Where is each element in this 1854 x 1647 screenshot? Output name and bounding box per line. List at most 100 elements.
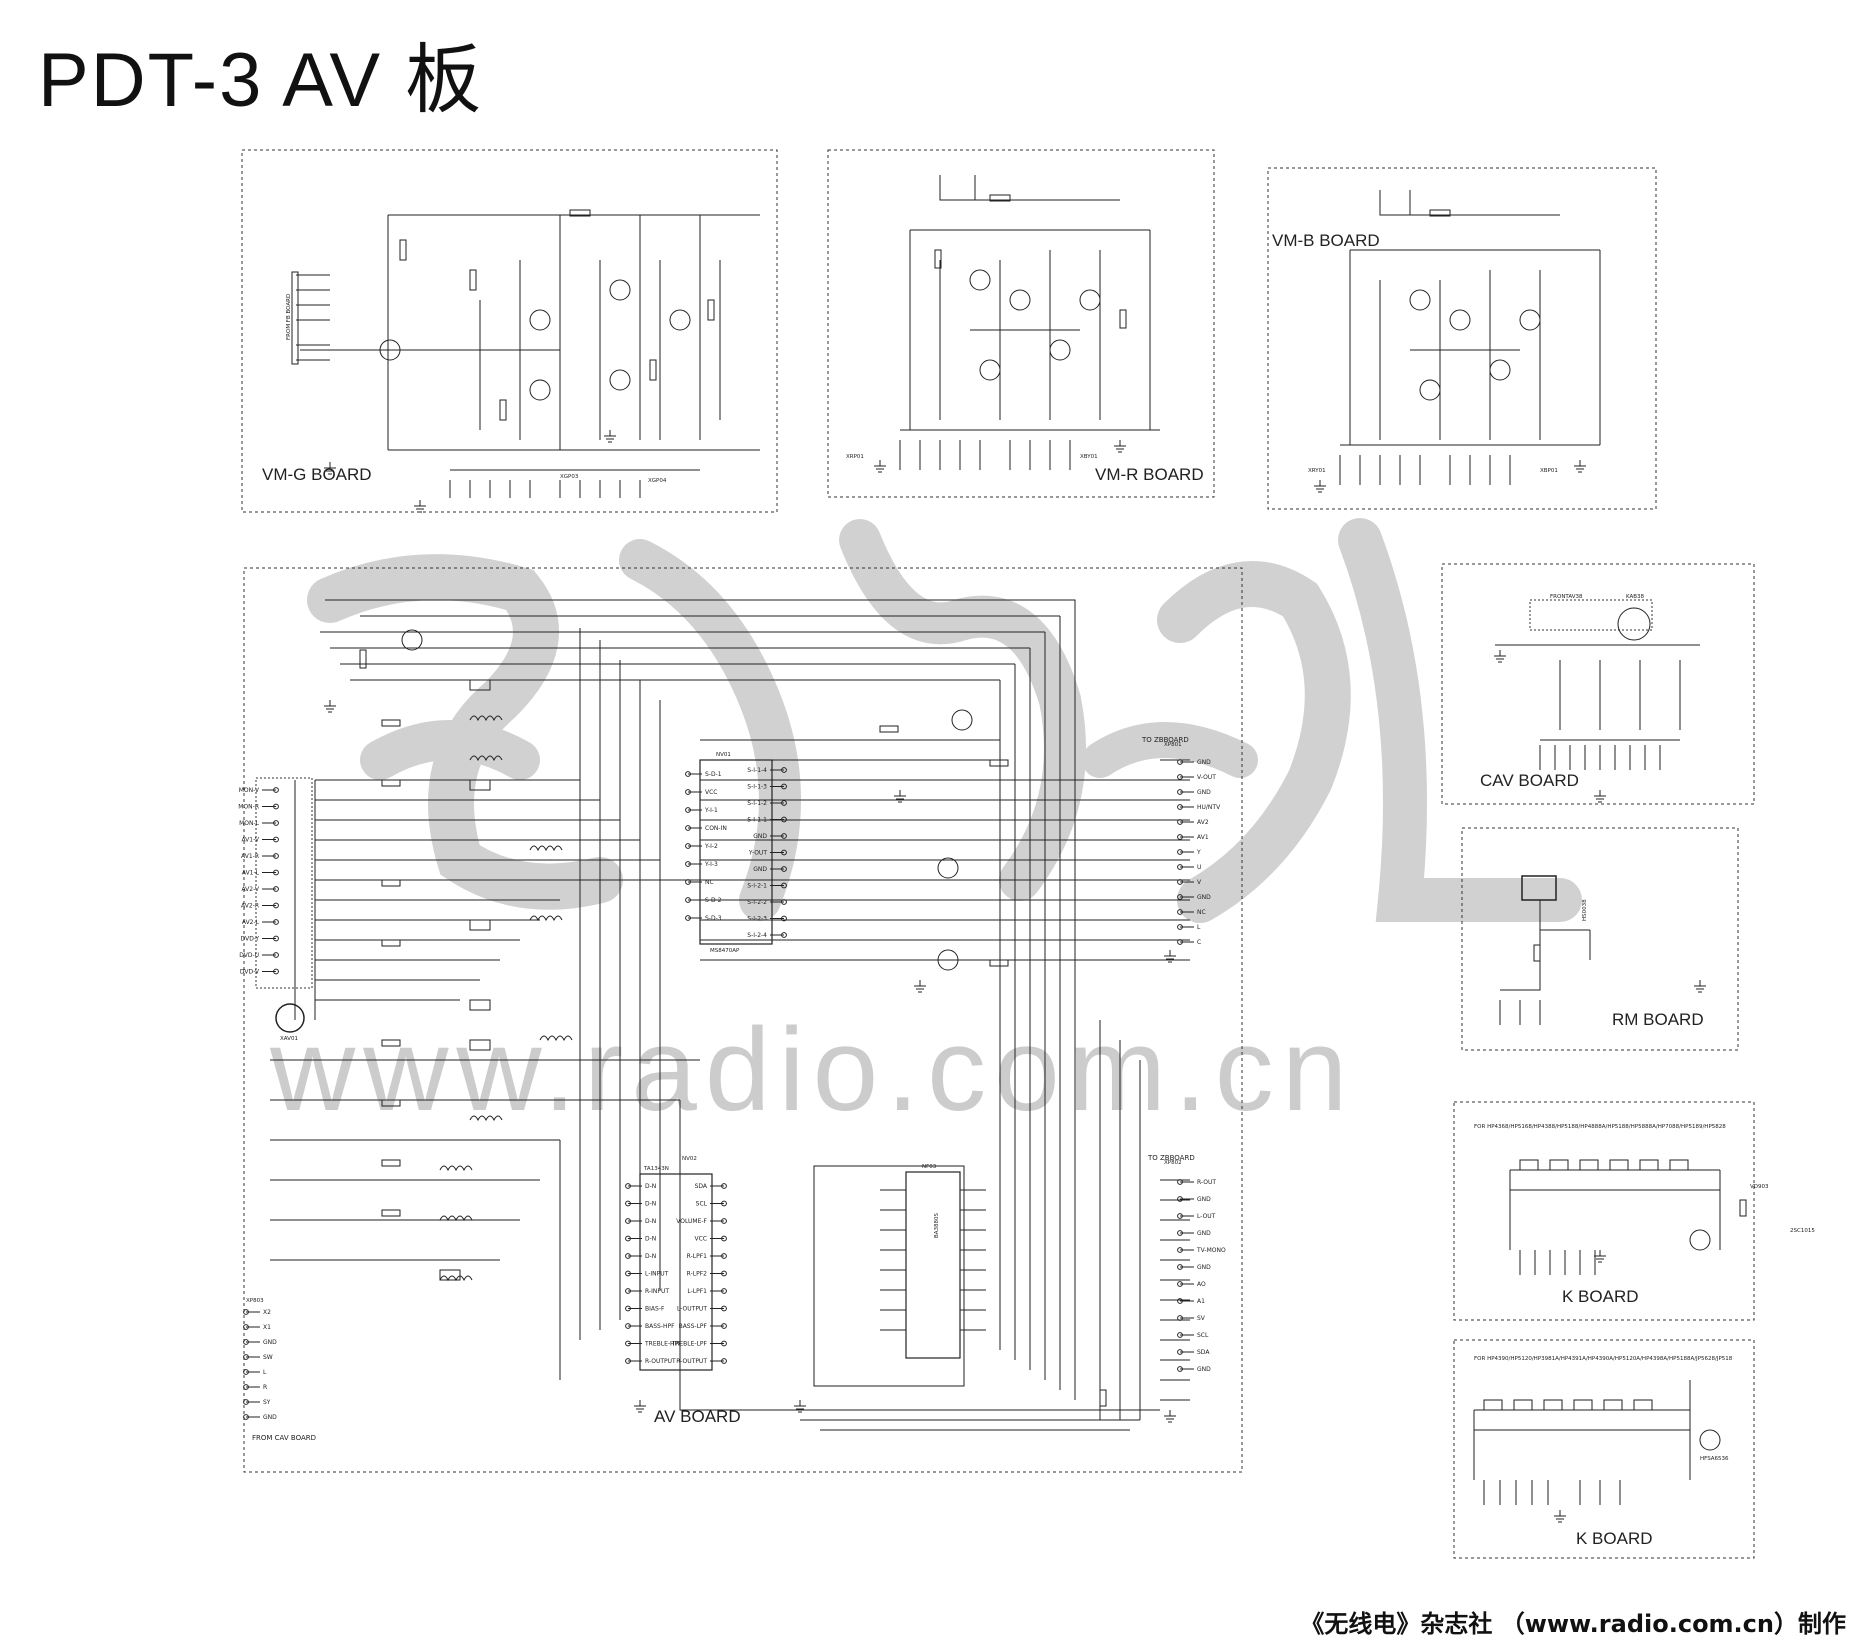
av-right-top-pin-label: Y	[1196, 849, 1201, 856]
ic1-right-pin-label: S-I-1-3	[747, 784, 767, 791]
av-right-top-pin-terminal	[1177, 909, 1183, 915]
av-bottom-pin-label: SW	[263, 1354, 273, 1361]
ground-icon	[1164, 1410, 1176, 1423]
rm-board-label: RM BOARD	[1612, 1010, 1704, 1029]
cav-board-label: CAV BOARD	[1480, 771, 1579, 790]
ic1-left-pin-label: Y-I-3	[704, 861, 718, 868]
av-left-pin-terminal	[273, 952, 279, 958]
ground-icon	[1554, 1510, 1566, 1523]
ic2-right-pin-label: SDA	[695, 1183, 708, 1190]
ic2-right-pin-label: R-LPF2	[687, 1271, 708, 1278]
ic2-pins: D-ND-ND-ND-ND-NL-INPUTR-INPUTBIAS-FBASS-…	[625, 1183, 727, 1365]
ic1-left-pin-terminal	[685, 843, 691, 849]
ic2-left-pin-terminal	[625, 1200, 631, 1207]
ground-icon	[1114, 440, 1126, 453]
ic3-part: BA3880S	[934, 1212, 940, 1238]
cav-connector: FRONTAV38	[1550, 594, 1583, 600]
ic2-right-pin-label: R-OUTPUT	[676, 1358, 707, 1365]
ic2-right-pin-terminal	[721, 1358, 727, 1364]
ic2-right-pin-terminal	[721, 1323, 727, 1329]
ic1-right-pin-terminal	[781, 882, 787, 889]
k2-led: HFSA6536	[1700, 1456, 1729, 1462]
ic2-left-pin-terminal	[625, 1340, 631, 1347]
av-left-pin-label: MON-L	[239, 820, 260, 827]
av-right-bottom-pin-terminal	[1177, 1298, 1183, 1304]
ic1-right-pin-terminal	[781, 816, 787, 823]
av-board: MON-VMON-RMON-LAV1-VAV1-RAV1-LAV2-VAV2-R…	[238, 567, 1243, 1473]
vm-g-xgp03: XGP03	[560, 474, 579, 480]
vm-g-xgp04: XGP04	[648, 478, 667, 484]
av-bottom-pin-terminal	[243, 1384, 249, 1390]
rm-sensor: HS0038	[1582, 899, 1588, 921]
ic1-right-pin-label: S-I-2-1	[747, 883, 767, 890]
av-right-top-pin-label: AV1	[1197, 834, 1209, 841]
ic1-left-pin-label: S-D-3	[705, 915, 722, 922]
ic1-left-pin-terminal	[685, 771, 691, 777]
av-left-pin-terminal	[273, 820, 279, 826]
av-right-top-pin-label: GND	[1197, 789, 1211, 796]
av-bottom-pin-label: L	[263, 1369, 267, 1376]
av-bottom-pin-label: SY	[263, 1399, 271, 1406]
ic1-right-pin-terminal	[781, 899, 787, 905]
ground-icon	[324, 700, 336, 713]
ic1-right-pin-terminal	[781, 833, 787, 839]
ic2-right-pin-label: TREBLE-LPF	[671, 1341, 708, 1348]
ic1-right-pin-label: S-I-1-1	[747, 817, 767, 824]
av-right-top-pin-label: C	[1197, 939, 1201, 946]
ground-icon	[914, 980, 926, 993]
av-right-top-pin-label: L	[1197, 924, 1201, 931]
av-right-bottom-pin-terminal	[1177, 1264, 1183, 1270]
av-right-top-pin-terminal	[1177, 894, 1183, 900]
ic2-right-pin-terminal	[721, 1305, 727, 1312]
av-right-pins-bottom: R-OUTGNDL-OUTGNDTV-MONOGNDAOA1SVSCLSDAGN…	[1177, 1179, 1226, 1373]
av-right-bottom-pin-terminal	[1177, 1196, 1183, 1202]
av-right-bottom-pin-label: R-OUT	[1197, 1179, 1216, 1186]
ic1-ref: NV01	[716, 752, 731, 758]
ic2-left-pin-terminal	[625, 1253, 631, 1259]
av-right-bottom-pin-terminal	[1177, 1230, 1183, 1236]
ic1-part: MS8470AP	[710, 948, 740, 954]
ic1-right-pin-label: S-I-2-2	[747, 899, 767, 906]
av-left-pin-terminal	[273, 902, 279, 909]
av-right-top-pin-label: U	[1197, 864, 1201, 871]
av-right-bottom-pin-label: SV	[1197, 1315, 1206, 1322]
ground-icon	[1494, 650, 1506, 663]
ic2-right-pin-terminal	[721, 1270, 727, 1277]
av-right-bottom-pin-label: GND	[1197, 1366, 1211, 1373]
av-right-top-pin-terminal	[1177, 849, 1183, 855]
k-board-2: FOR HP4390/HP5120/HP3981A/HP4391A/HP4390…	[1453, 1339, 1755, 1559]
ic1-left-pin-label: S-D-2	[705, 897, 722, 904]
ic1-left-pin-terminal	[685, 897, 691, 903]
av-right-bottom-pin-terminal	[1177, 1349, 1183, 1355]
ground-icon	[634, 1400, 646, 1413]
vm-r-board: XRP01 XBY01 VM-R BOARD	[827, 149, 1215, 498]
ic2-left-pin-label: BASS-HPF	[645, 1323, 675, 1330]
ground-icon	[1594, 790, 1606, 803]
ic2-left-pin-terminal	[625, 1305, 631, 1312]
ic2-right-pin-label: VCC	[695, 1236, 707, 1243]
av-right-bottom-pin-terminal	[1177, 1179, 1183, 1185]
ic1-pins: S-D-1VCCY-I-1CON-INY-I-2Y-I-3NCS-D-2S-D-…	[685, 767, 787, 939]
av-bottom-pin-terminal	[243, 1369, 249, 1375]
watermark-url: www.radio.com.cn	[269, 1004, 1355, 1136]
av-right-top-pin-terminal	[1177, 819, 1183, 825]
av-left-pin-label: AV1-L	[242, 870, 260, 877]
ic1-right-pin-terminal	[781, 783, 787, 790]
av-left-pin-terminal	[273, 853, 279, 859]
av-right-top-pin-terminal	[1177, 804, 1183, 810]
av-right-top-pin-terminal	[1177, 834, 1183, 840]
av-right-top-pin-terminal	[1177, 864, 1183, 870]
av-right-bottom-pin-terminal	[1177, 1366, 1183, 1372]
ic2-left-pin-terminal	[625, 1235, 631, 1242]
vm-b-xry01: XRY01	[1308, 468, 1326, 474]
ic2-left-pin-terminal	[625, 1323, 631, 1329]
av-left-pin-terminal	[273, 836, 279, 843]
ic1-right-pin-terminal	[781, 932, 787, 938]
av-left-pin-terminal	[273, 886, 279, 892]
av-right-bottom-pin-label: L-OUT	[1197, 1213, 1216, 1220]
av-left-pin-label: AV2-V	[241, 886, 259, 893]
rm-board: HS0038 RM BOARD	[1461, 827, 1739, 1051]
av-to-zb-2: TO ZBBOARD	[1147, 1154, 1195, 1162]
av-right-top-pin-label: V-OUT	[1197, 774, 1216, 781]
